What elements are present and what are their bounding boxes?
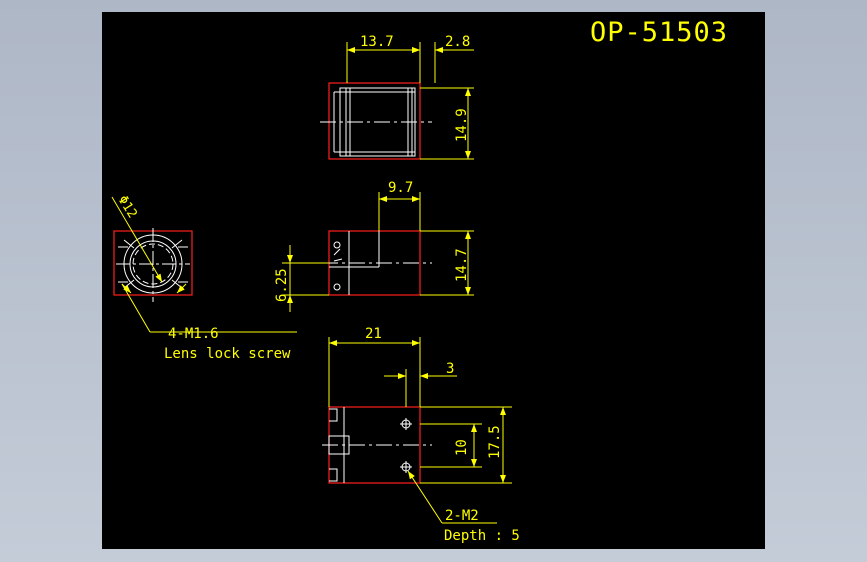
front-view: Φ12 4-M1.6 Lens lock screw (111, 193, 297, 362)
side-dim-height: 14.7 (454, 248, 470, 282)
side-dim-top: 9.7 (388, 180, 413, 196)
top-dim-height: 14.9 (454, 108, 470, 142)
top-view-body (320, 87, 432, 157)
side-view-body (295, 231, 432, 295)
drawing-canvas: OP-51503 13.7 (111, 17, 728, 544)
side-dim-left: 6.25 (274, 268, 290, 302)
front-view-dimensions (111, 196, 297, 333)
lens-mount (116, 228, 190, 302)
top-view: 13.7 2.8 14.9 (320, 34, 474, 160)
top-dim-offset: 2.8 (445, 34, 470, 50)
drawing-sheet: OP-51503 13.7 (102, 12, 765, 549)
side-view: 9.7 14.7 6.25 (274, 180, 474, 312)
top-view-dimensions (346, 42, 474, 160)
bottom-view-dimensions (328, 337, 512, 524)
bottom-view: 21 3 10 17.5 2-M2 Depth : 5 (322, 326, 520, 544)
side-view-dimensions (282, 192, 474, 312)
callout-depth: Depth : 5 (444, 528, 520, 544)
callout-hole: 2-M2 (445, 508, 479, 524)
front-dim-diameter: Φ12 (115, 193, 140, 221)
top-dim-width: 13.7 (360, 34, 394, 50)
callout-screw: 4-M1.6 (168, 326, 219, 342)
bottom-dim-width: 21 (365, 326, 382, 342)
top-view-outline (328, 82, 421, 160)
bottom-view-body (322, 407, 432, 483)
drawing-title: OP-51503 (590, 17, 728, 48)
callout-lens-lock: Lens lock screw (164, 346, 291, 362)
bottom-dim-height: 17.5 (487, 425, 503, 459)
bottom-dim-offset: 3 (446, 361, 454, 377)
bottom-dim-inner: 10 (454, 439, 470, 456)
